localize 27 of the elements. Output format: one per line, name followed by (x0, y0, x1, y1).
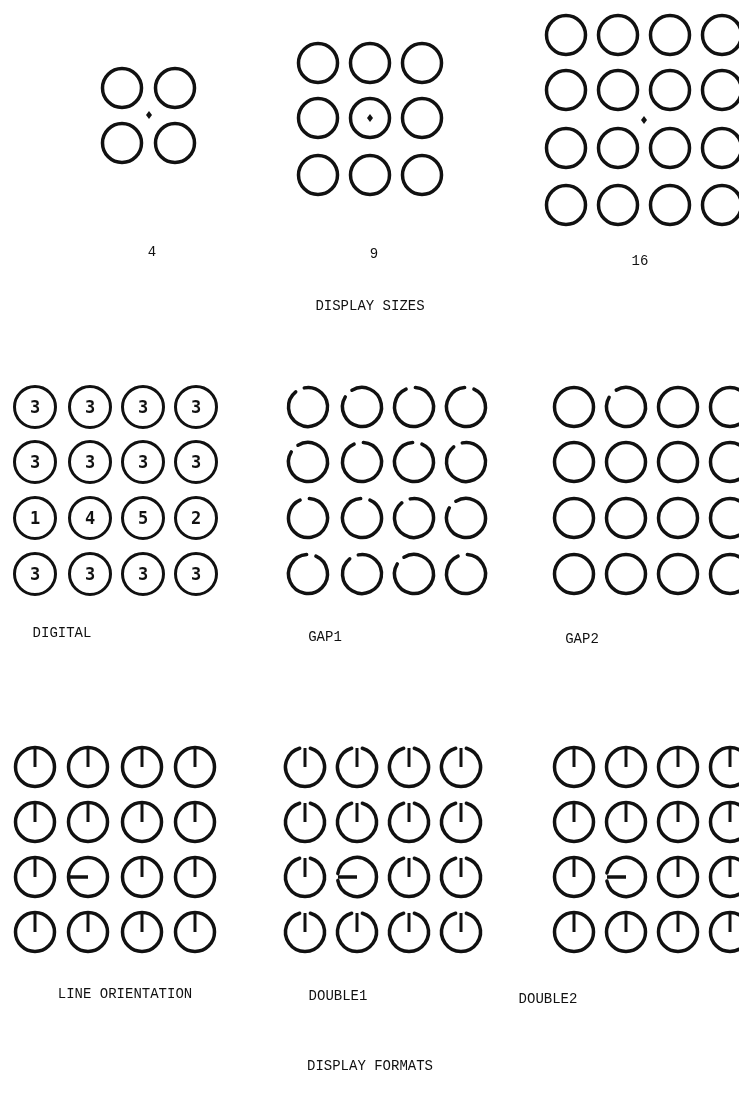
digit-circle: 3 (174, 440, 218, 484)
digit-circle: 5 (121, 496, 165, 540)
format-label: GAP1 (308, 629, 342, 645)
digit-circle: 1 (13, 496, 57, 540)
format-label: DOUBLE1 (308, 988, 368, 1004)
format-label: GAP2 (565, 631, 599, 647)
digit-circle: 3 (121, 552, 165, 596)
digit-circle: 3 (121, 440, 165, 484)
size-label: 9 (369, 246, 379, 262)
digit-circle: 3 (121, 385, 165, 429)
size-label: 16 (631, 253, 649, 269)
digit-circle: 3 (174, 552, 218, 596)
digit-circle: 3 (13, 385, 57, 429)
section-heading: DISPLAY FORMATS (307, 1058, 433, 1074)
digit-circle: 3 (13, 552, 57, 596)
digit-circle: 4 (68, 496, 112, 540)
format-label: DOUBLE2 (518, 991, 578, 1007)
digit-circle: 3 (68, 385, 112, 429)
digit-circle: 2 (174, 496, 218, 540)
section-heading: DISPLAY SIZES (315, 298, 425, 314)
digit-circle: 3 (174, 385, 218, 429)
digit-circle: 3 (68, 552, 112, 596)
digit-circle: 3 (68, 440, 112, 484)
digit-circle: 3 (13, 440, 57, 484)
format-label: DIGITAL (32, 625, 92, 641)
format-label: LINE ORIENTATION (57, 986, 193, 1002)
size-label: 4 (147, 244, 157, 260)
